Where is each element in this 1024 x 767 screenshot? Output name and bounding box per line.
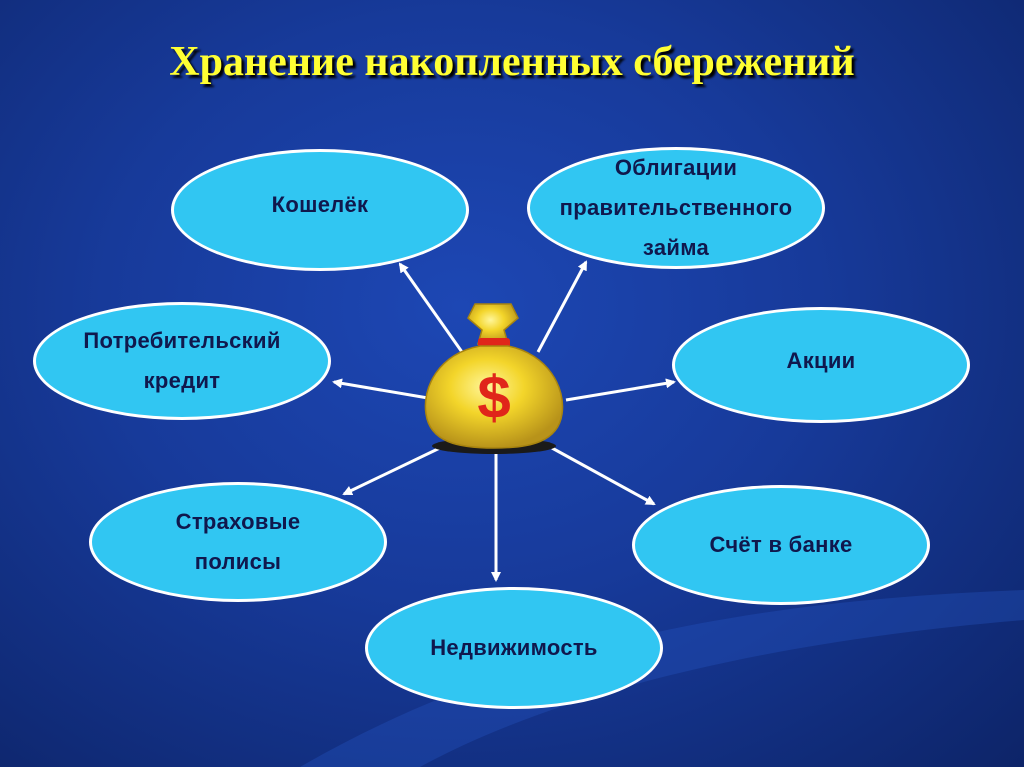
- node-realty-label: Недвижимость: [430, 635, 598, 660]
- node-insurance-label: Страховые полисы: [175, 509, 301, 574]
- arrow-to-stocks: [565, 378, 676, 402]
- node-stocks-label: Акции: [786, 348, 856, 373]
- node-realty: Недвижимость: [365, 587, 663, 709]
- slide-title: Хранение накопленных сбережений: [169, 39, 855, 85]
- node-credit-label: Потребительский кредит: [83, 328, 281, 393]
- node-bonds: Облигации правительственного займа: [527, 147, 825, 269]
- node-wallet-label: Кошелёк: [271, 192, 369, 217]
- arrow-to-insurance: [342, 444, 445, 496]
- node-stocks: Акции: [672, 307, 970, 423]
- arrow-to-credit: [332, 378, 429, 400]
- money-bag-dollar-icon: $: [424, 303, 564, 454]
- node-wallet: Кошелёк: [171, 149, 469, 271]
- arrow-to-wallet: [398, 262, 464, 353]
- node-credit: Потребительский кредит: [33, 302, 331, 420]
- node-bank-label: Счёт в банке: [709, 532, 853, 557]
- dollar-symbol: $: [477, 364, 510, 431]
- node-bank: Счёт в банке: [632, 485, 930, 605]
- arrow-to-bank: [551, 446, 656, 506]
- node-bonds-label: Облигации правительственного займа: [559, 155, 793, 260]
- node-insurance: Страховые полисы: [89, 482, 387, 602]
- arrow-to-bonds: [536, 260, 588, 353]
